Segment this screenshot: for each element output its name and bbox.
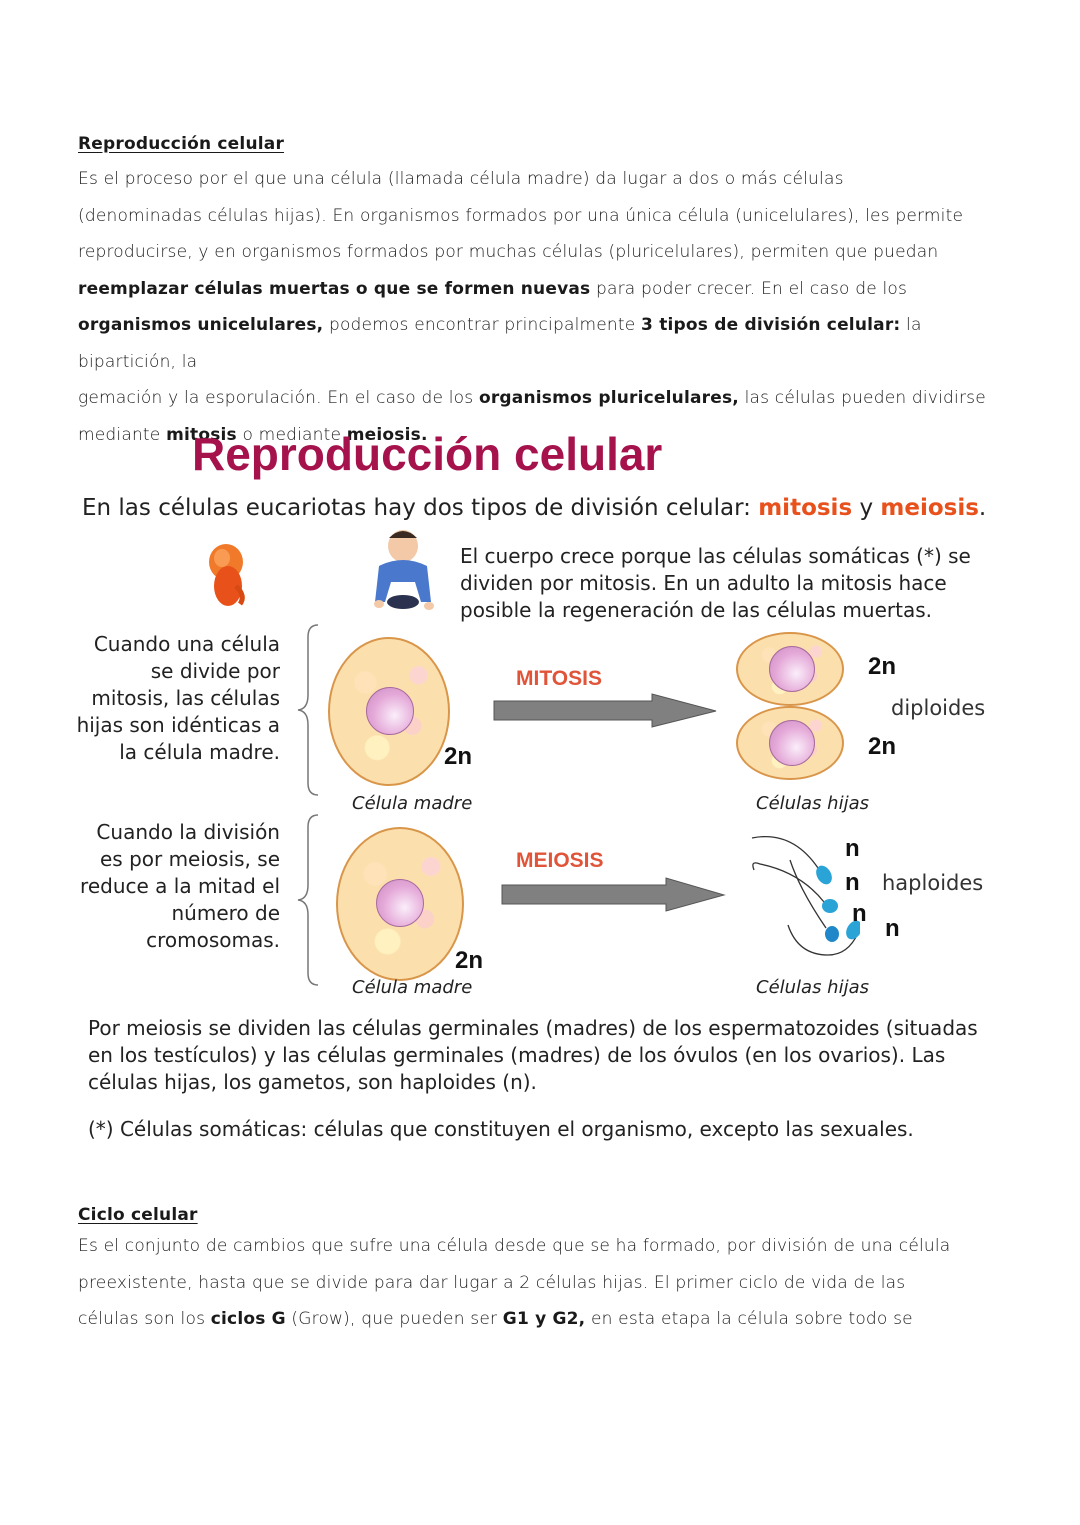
text: para poder crecer. En el caso de los [590,278,908,299]
text: células son los [78,1309,211,1329]
bold-text: organismos unicelulares, [78,315,324,335]
bold-text: mitosis [166,424,237,445]
baby-image [367,528,437,613]
line: (denominadas células hijas). En organism… [78,205,964,226]
nucleus [366,687,414,735]
daughter-ploidy: 2n [868,653,897,680]
embryo-image [200,540,255,610]
line: reproducirse, y en organismos formados p… [78,242,939,262]
sperm-cells-icon [751,835,860,956]
section-title: Reproducción celular [78,134,285,154]
bold-text: organismos pluricelulares, [478,388,739,408]
daughter-ploidy: n [885,915,900,942]
mitosis-highlight: mitosis [758,495,853,521]
meiosis-note: Por meiosis se dividen las células germi… [88,1016,978,1094]
daughter-ploidy: n [845,835,860,862]
daughter-ploidy: n [852,900,867,927]
mother-cell-meiosis [336,827,464,981]
daughter-label-mitosis: Células hijas [756,793,870,814]
nucleus [769,720,815,766]
mother-label-mitosis: Célula madre [352,793,473,814]
nucleus [376,879,424,927]
text: y [852,495,881,521]
arrow-right-icon [493,693,717,728]
mother-cell-mitosis [328,637,450,786]
section-title: Ciclo celular [78,1205,198,1225]
bold-text: ciclos G [210,1309,286,1329]
meiosis-highlight: meiosis [880,495,979,521]
bold-text: G1 y G2, [502,1309,586,1329]
daughter-cell-1 [736,632,844,706]
text: (Grow), que pueden ser [285,1309,503,1329]
figure-intro: En las células eucariotas hay dos tipos … [82,495,986,521]
daughter-cell-2 [736,706,844,780]
text: en esta etapa la célula sobre todo se [585,1309,913,1329]
mother-ploidy-mitosis: 2n [444,743,473,770]
brace-icon [297,814,319,986]
section-reproduccion-celular: Reproducción celular Es el proceso por e… [78,133,1008,453]
bold-text: 3 tipos de división celular: [641,315,901,335]
figure-title: Reproducción celular [192,428,663,480]
diploid-label: diploides [891,696,986,720]
growth-text: El cuerpo crece porque las células somát… [460,544,971,622]
text: podemos encontrar principalmente [323,315,642,335]
text: . [978,495,987,521]
mitosis-description: Cuando una célula se divide por mitosis,… [76,632,280,764]
line: Es el proceso por el que una célula (lla… [78,169,844,189]
text: mediante [78,424,167,445]
daughter-ploidy: n [845,869,860,896]
bold-text: reemplazar células muertas o que se form… [78,278,591,299]
text: las células pueden dividirse [738,388,986,408]
nucleus [769,646,815,692]
haploid-label: haploides [882,871,984,895]
paragraph: Es el conjunto de cambios que sufre una … [78,1228,1008,1338]
mitosis-label: MITOSIS [516,667,602,690]
paragraph: Es el proceso por el que una célula (lla… [78,161,1008,453]
mother-ploidy-meiosis: 2n [455,947,484,974]
arrow-right-icon [501,877,726,912]
daughter-label-meiosis: Células hijas [756,977,870,998]
line: Es el conjunto de cambios que sufre una … [78,1236,951,1256]
text: la bipartición, la [78,315,922,372]
mother-label-meiosis: Célula madre [352,977,473,998]
section-ciclo-celular: Ciclo celular Es el conjunto de cambios … [78,1204,1008,1338]
meiosis-description: Cuando la división es por meiosis, se re… [80,820,280,952]
text: gemación y la esporulación. En el caso d… [78,388,479,408]
somatic-footnote: (*) Células somáticas: células que const… [88,1117,914,1141]
bold-text: meiosis. [346,424,428,445]
text: o mediante [236,424,347,445]
daughter-ploidy: 2n [868,733,897,760]
line: preexistente, hasta que se divide para d… [78,1272,906,1293]
meiosis-label: MEIOSIS [516,849,604,872]
reproduction-figure: Reproducción celular En las células euca… [70,425,1010,1155]
brace-icon [297,624,319,796]
text: En las células eucariotas hay dos tipos … [82,495,759,521]
